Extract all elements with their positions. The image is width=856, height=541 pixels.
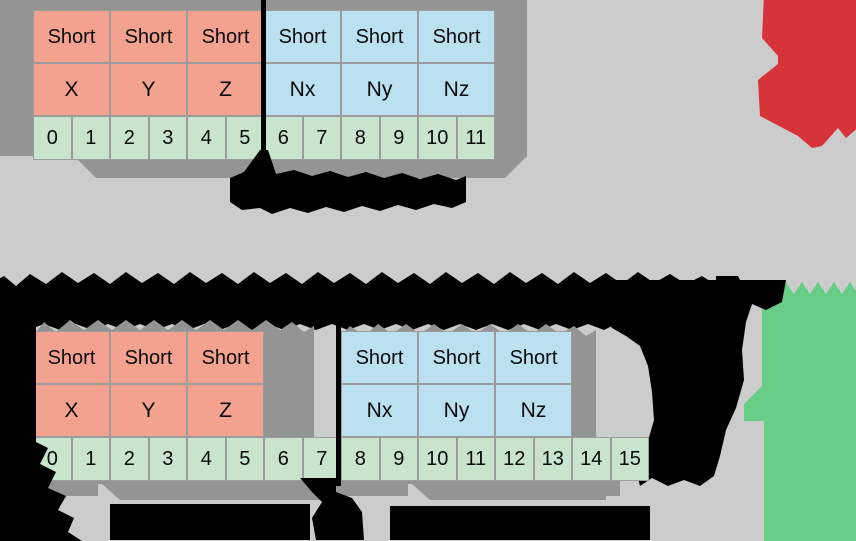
accent-shape-green (744, 282, 856, 541)
table-row: Z (187, 63, 264, 116)
table-row: 10 (418, 437, 457, 481)
table-row: Short (33, 10, 110, 63)
table-row: Short (341, 10, 418, 63)
table-row: 1 (71, 116, 110, 160)
table-row: 12 (495, 437, 534, 481)
table-row: Short (418, 10, 495, 63)
table-row: 2 (110, 437, 149, 481)
table-row: 2 (110, 116, 149, 160)
redaction-right-column (596, 280, 786, 486)
table-row: 5 (225, 437, 264, 481)
table-row: 11 (456, 116, 495, 160)
table-row: Short (264, 10, 341, 63)
table-row: Short (33, 331, 110, 384)
table-row: 13 (533, 437, 572, 481)
group-divider-bottom (336, 300, 341, 486)
table-row: Nz (418, 63, 495, 116)
table-row: Y (110, 63, 187, 116)
table-row: Short (187, 331, 264, 384)
redaction-top-center (230, 150, 466, 214)
table-row: 3 (148, 116, 187, 160)
table-row: Z (187, 384, 264, 437)
table-row: Short (418, 331, 495, 384)
table-row: 3 (148, 437, 187, 481)
table-row: 0 (33, 116, 72, 160)
table-row: 5 (225, 116, 264, 160)
table-row: Ny (341, 63, 418, 116)
table-row: Short (110, 331, 187, 384)
redaction-bottom-center (300, 478, 364, 540)
table-row: Nz (495, 384, 572, 437)
redaction-right-blob (716, 276, 756, 324)
group-divider (261, 0, 266, 162)
table-row: 11 (456, 437, 495, 481)
table-row: Short (341, 331, 418, 384)
redaction-bottom-left (0, 296, 82, 541)
table-row: 6 (264, 116, 303, 160)
table-row: 9 (379, 116, 418, 160)
table-row: 1 (71, 437, 110, 481)
table-row: Ny (418, 384, 495, 437)
table-row: Short (110, 10, 187, 63)
table-row: Short (495, 331, 572, 384)
table-row: Short (187, 10, 264, 63)
table-row: 14 (572, 437, 611, 481)
accent-shape-red (758, 0, 856, 148)
table-row: X (33, 384, 110, 437)
table-row: 6 (264, 437, 303, 481)
redaction-bottom-strip (110, 504, 310, 540)
table-row: 7 (302, 116, 341, 160)
table-row: 4 (187, 437, 226, 481)
table-row: 4 (187, 116, 226, 160)
table-row: X (33, 63, 110, 116)
table-row: 15 (610, 437, 649, 481)
redaction-bottom-right-strip (390, 506, 650, 540)
table-row: 8 (341, 116, 380, 160)
table-row: 10 (418, 116, 457, 160)
table-row: Y (110, 384, 187, 437)
table-row: Nx (264, 63, 341, 116)
table-row: 8 (341, 437, 380, 481)
table-row: 9 (379, 437, 418, 481)
redaction-mid-band (0, 272, 746, 330)
table-row: Nx (341, 384, 418, 437)
